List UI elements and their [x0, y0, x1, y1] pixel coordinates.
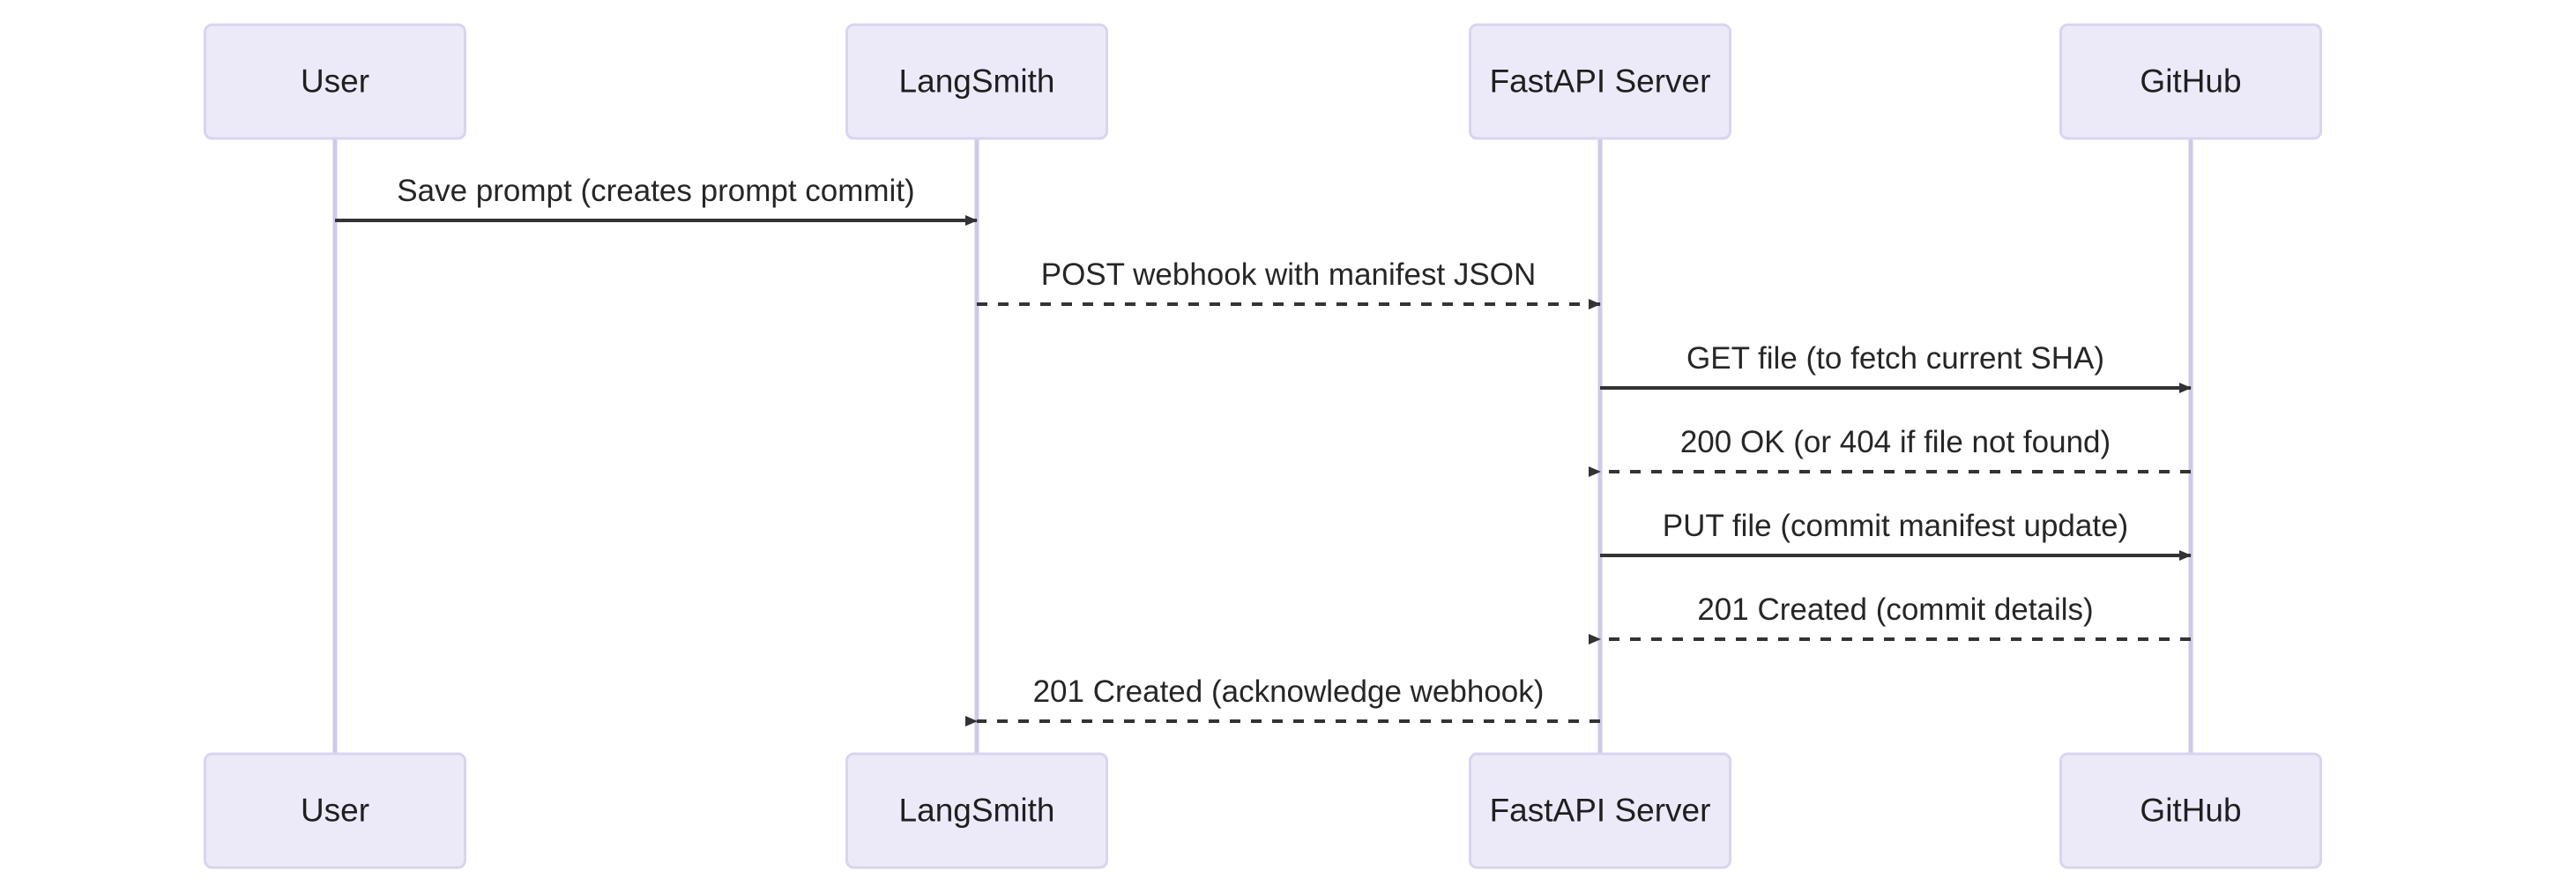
- lifelines-layer: [332, 138, 2193, 754]
- participant-label: LangSmith: [899, 63, 1055, 99]
- message-label-6: 201 Created (commit details): [1697, 592, 2093, 627]
- participant-box: [845, 752, 1108, 869]
- participant-label: LangSmith: [899, 792, 1055, 828]
- message-7[interactable]: 201 Created (acknowledge webhook): [965, 674, 1600, 726]
- message-1[interactable]: Save prompt (creates prompt commit): [335, 174, 978, 226]
- participant-label: User: [301, 792, 369, 828]
- participant-user-bottom[interactable]: User: [204, 752, 466, 869]
- participant-langsmith-bottom[interactable]: LangSmith: [845, 752, 1108, 869]
- participant-langsmith-top[interactable]: LangSmith: [845, 23, 1108, 140]
- participant-label: FastAPI Server: [1490, 792, 1711, 828]
- participant-fastapi-bottom[interactable]: FastAPI Server: [1469, 752, 1731, 869]
- participant-fastapi-top[interactable]: FastAPI Server: [1469, 23, 1731, 140]
- message-label-3: GET file (to fetch current SHA): [1686, 341, 2104, 376]
- message-label-2: POST webhook with manifest JSON: [1041, 257, 1537, 292]
- message-2[interactable]: POST webhook with manifest JSON: [977, 257, 1601, 309]
- participant-box: [845, 23, 1108, 140]
- participant-box: [2059, 752, 2322, 869]
- participant-box: [2059, 23, 2322, 140]
- participant-box: [1469, 752, 1731, 869]
- message-label-1: Save prompt (creates prompt commit): [397, 174, 914, 208]
- participant-box: [1469, 23, 1731, 140]
- message-label-7: 201 Created (acknowledge webhook): [1033, 674, 1545, 709]
- message-4[interactable]: 200 OK (or 404 if file not found): [1589, 425, 2191, 477]
- participant-label: FastAPI Server: [1490, 63, 1711, 99]
- message-5[interactable]: PUT file (commit manifest update): [1600, 509, 2192, 561]
- participant-user-top[interactable]: User: [204, 23, 466, 140]
- participant-github-bottom[interactable]: GitHub: [2059, 752, 2322, 869]
- participant-label: GitHub: [2140, 63, 2241, 99]
- message-label-5: PUT file (commit manifest update): [1663, 509, 2128, 543]
- participant-label: User: [301, 63, 369, 99]
- messages-layer: Save prompt (creates prompt commit) POST …: [335, 174, 2192, 726]
- participant-label: GitHub: [2140, 792, 2241, 828]
- participant-github-top[interactable]: GitHub: [2059, 23, 2322, 140]
- participant-box: [204, 752, 466, 869]
- participant-box: [204, 23, 466, 140]
- message-3[interactable]: GET file (to fetch current SHA): [1600, 341, 2192, 393]
- message-6[interactable]: 201 Created (commit details): [1589, 592, 2191, 644]
- message-label-4: 200 OK (or 404 if file not found): [1680, 425, 2111, 459]
